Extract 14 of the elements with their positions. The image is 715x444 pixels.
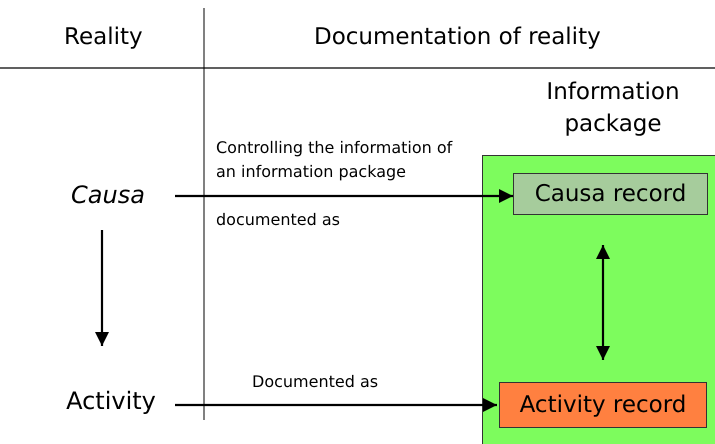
arrow [175,189,513,203]
annotation-text: Controlling the information of an information package [216,137,454,183]
column-heading: Reality [64,23,144,52]
node-text: Causa [58,178,158,212]
box-heading: Information package [545,78,681,139]
record-box [499,382,707,428]
column-heading: Documentation of reality [314,23,602,52]
arrow [175,398,497,412]
node-text: Activity [58,384,164,418]
box-label: Causa record [534,181,686,207]
arrow [596,245,610,360]
record-box [513,173,708,215]
arrow [95,230,109,346]
box-label: Activity record [520,392,686,418]
